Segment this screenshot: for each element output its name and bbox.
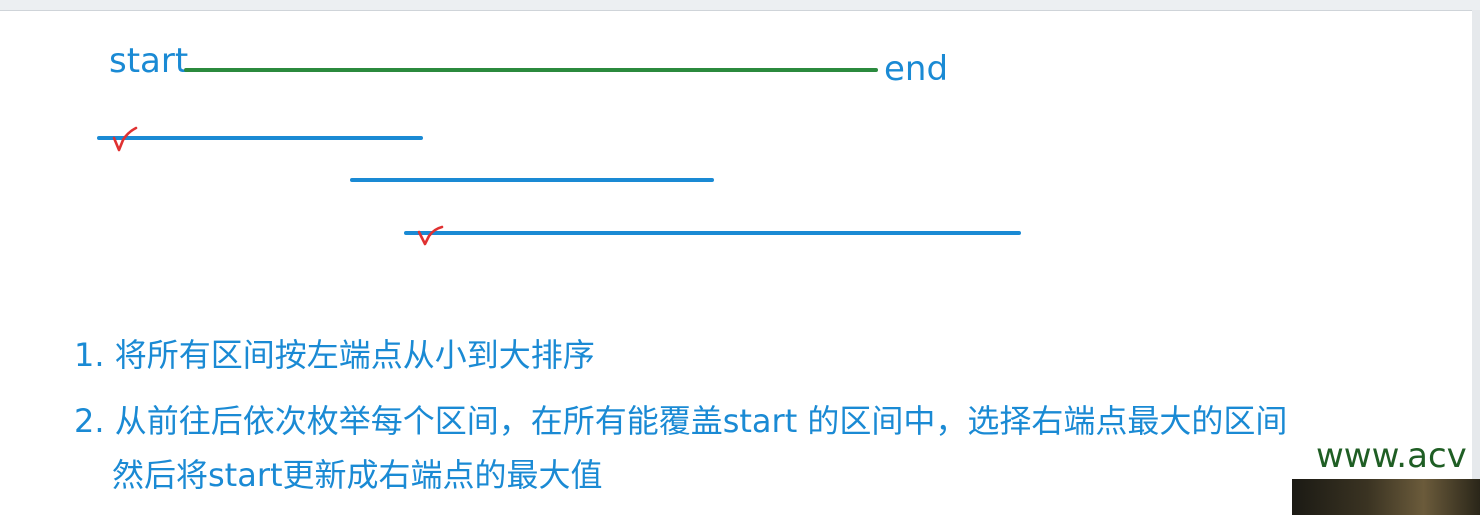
step-item: 2. 从前往后依次枚举每个区间，在所有能覆盖start 的区间中，选择右端点最大… <box>74 402 1288 440</box>
interval-1 <box>97 136 423 140</box>
interval-3 <box>404 231 1021 235</box>
step-item: 1. 将所有区间按左端点从小到大排序 <box>74 336 595 374</box>
start-label: start <box>109 41 189 81</box>
video-thumbnail <box>1292 479 1480 515</box>
interval-2 <box>350 178 714 182</box>
watermark: www.acv <box>1316 436 1467 476</box>
target-interval <box>184 68 878 72</box>
step-item: 然后将start更新成右端点的最大值 <box>112 456 603 494</box>
window-top-bar <box>0 0 1480 11</box>
checkmark-icon <box>112 126 138 152</box>
scrollbar-track[interactable] <box>1472 10 1480 515</box>
end-label: end <box>884 49 949 89</box>
checkmark-icon <box>417 225 444 246</box>
